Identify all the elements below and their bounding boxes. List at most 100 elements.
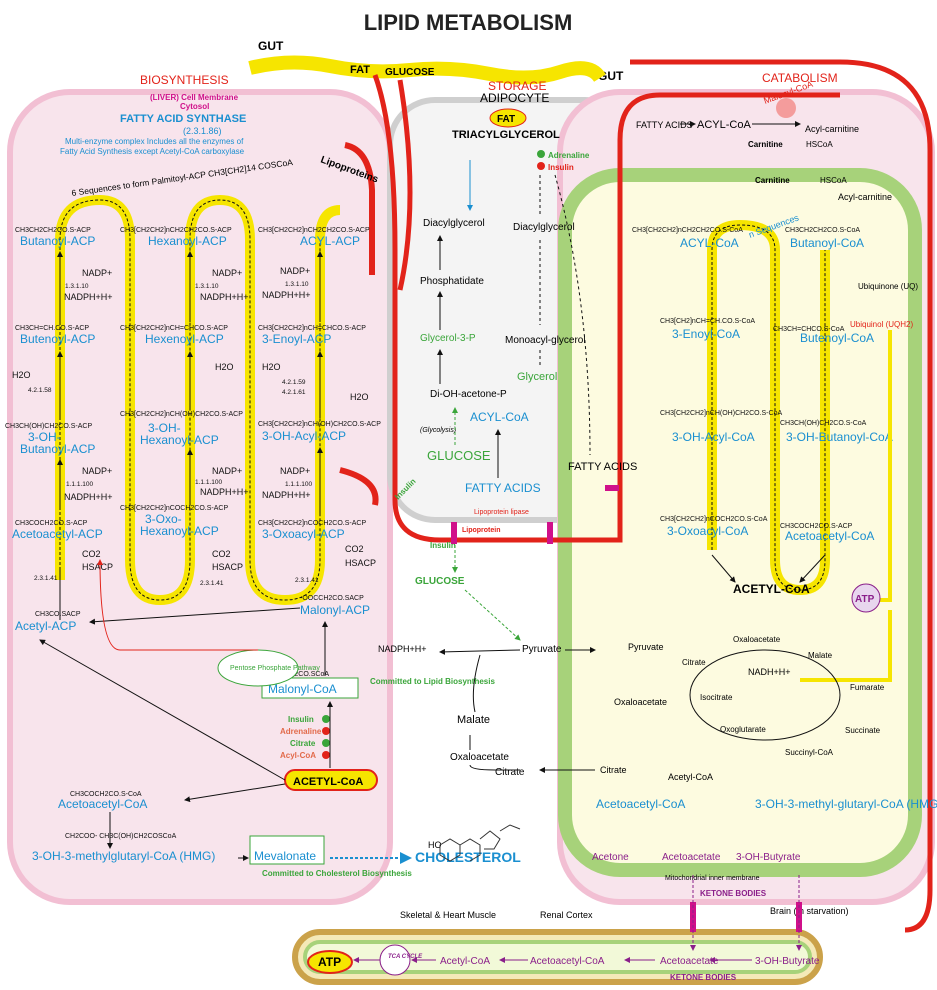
col3-oxoacyl: 3-Oxoacyl-ACP: [262, 527, 345, 541]
cat-r6: CH3COCH2CO.S-ACP: [780, 523, 853, 530]
middle-oxaloacetate: Oxaloacetate: [450, 752, 509, 763]
cat-l7: 3-Oxoacyl-CoA: [667, 524, 748, 538]
cat-hscoa-1: HSCoA: [806, 140, 833, 149]
cat-citrate: Citrate: [600, 765, 627, 775]
c1-hsacp: HSACP: [82, 562, 113, 572]
arrow-pyruvate-nadph: [439, 648, 521, 655]
c1-ec2: 4.2.1.58: [28, 387, 52, 394]
col3-acyl-formula: CH3[CH2CH2]nCH2CH2CO.S-ACP: [258, 227, 370, 234]
cat-acylcoa-top: ACYL-CoA: [697, 119, 751, 131]
c2-nadp2: NADP+: [212, 466, 242, 476]
middle-citrate: Citrate: [495, 767, 525, 778]
col3-oxo-formula: CH3[CH2CH2]nCOCH2CO.S-ACP: [258, 520, 366, 527]
c3-nadp2: NADP+: [280, 466, 310, 476]
c3-h2o-2: H2O: [350, 392, 369, 402]
col2-hexanoyl-formula: CH3[CH2CH2]nCH2CH2CO.S-ACP: [120, 227, 232, 234]
mito-membrane: Mitochondrial inner membrane: [665, 875, 760, 882]
arrow-acetoacetyl: [184, 783, 286, 803]
c2-ec4: 2.3.1.41: [200, 580, 224, 587]
cat-l6: CH3[CH2CH2]nCOCH2CO.S-CoA: [660, 516, 768, 523]
reg-citrate: Citrate: [290, 739, 316, 748]
tca-succinyl: Succinyl-CoA: [785, 748, 834, 757]
page-title: LIPID METABOLISM: [364, 10, 573, 35]
mevalonate: Mevalonate: [254, 849, 316, 863]
liver-cell: [7, 89, 393, 905]
acetoacetyl-coa: Acetoacetyl-CoA: [58, 797, 147, 811]
cat-oxaloacetate: Oxaloacetate: [614, 697, 667, 707]
c1-co2: CO2: [82, 549, 101, 559]
c3-nadph: NADPH+H+: [262, 290, 311, 300]
connector-1: [451, 522, 457, 544]
tca-oxoglutarate: Oxoglutarate: [720, 725, 766, 734]
c3-ec1: 1.3.1.10: [285, 281, 309, 288]
fat-route: [397, 79, 413, 291]
connector-2: [547, 522, 553, 544]
lipoprotein-arc: [344, 142, 375, 275]
c1-ec3: 1.1.1.100: [66, 481, 93, 488]
mevalonate-box: [249, 835, 325, 865]
malonyl-coa: Malonyl-CoA: [268, 682, 337, 696]
bottom-ohbutyrate: 3-OH-Butyrate: [755, 956, 820, 967]
cat-r7: Acetoacetyl-CoA: [785, 529, 874, 543]
c3-ec6: 4.2.1.61: [282, 389, 306, 396]
cat-r1: Butanoyl-CoA: [790, 236, 864, 250]
cat-hmg: 3-OH-3-methyl-glutaryl-CoA (HMG): [755, 797, 937, 811]
tca-fumarate: Fumarate: [850, 683, 885, 692]
insulin-label: Insulin: [548, 163, 574, 172]
insulin-dot: [537, 162, 545, 170]
beta-ox-dashed: [711, 224, 826, 591]
bottom-tca: TCA CYCLE: [388, 954, 423, 960]
arrow-glucose-pyruvate: [464, 589, 521, 641]
cat-l4: CH3[CH2CH2]nCH(OH)CH2CO.S-CoA: [660, 410, 782, 417]
renal-label: Renal Cortex: [540, 910, 593, 920]
committed-chol: Committed to Cholesterol Biosynthesis: [262, 869, 412, 878]
tca-cycle: [689, 649, 841, 741]
middle-malate: Malate: [457, 714, 490, 726]
col3-oh-formula: CH3[CH2CH2]nCH(OH)CH2CO.S-ACP: [258, 421, 381, 428]
acetyl-coa: ACETYL-CoA: [293, 776, 363, 788]
cat-ohbutyrate: 3-OH-Butyrate: [736, 852, 801, 863]
c3-ec4: 2.3.1.41: [295, 577, 319, 584]
c1-ec1: 1.3.1.10: [65, 283, 89, 290]
malonyl-coa-box: [261, 677, 359, 699]
fat-ellipse: [489, 108, 527, 128]
c1-nadp: NADP+: [82, 268, 112, 278]
bottom-atp: ATP: [318, 955, 341, 969]
malonyl-acp-formula: -OOCCH2CO.SACP: [300, 595, 364, 602]
col2-oxo-hexanoyl: Hexanoyl-ACP: [140, 524, 219, 538]
dag-right: Diacylglycerol: [513, 222, 575, 233]
cat-acyl-carnitine: Acyl-carnitine: [805, 124, 859, 134]
tca-nadh: NADH+H+: [748, 667, 791, 677]
acetoacetyl-formula: CH3COCH2CO.S-CoA: [70, 791, 142, 798]
cat-l1: ACYL-CoA: [680, 236, 739, 250]
c3-co2: CO2: [345, 544, 364, 554]
connector-3: [605, 485, 619, 491]
hmg-formula: CH2COO- CH3C(OH)CH2COSCoA: [65, 833, 177, 840]
malonyl-coa-formula: -OOCCH2CO.SCoA: [266, 671, 329, 678]
catabolism-label: CATABOLISM: [762, 71, 838, 85]
glycolysis: (Glycolysis): [420, 427, 456, 434]
brain-label: Brain (In starvation): [770, 906, 849, 916]
biosynthesis-label: BIOSYNTHESIS: [140, 73, 229, 87]
cat-pyruvate: Pyruvate: [628, 642, 664, 652]
col1-oh: 3-OH-: [28, 430, 61, 444]
cat-ketone: KETONE BODIES: [700, 889, 767, 898]
acetyl-acp-formula: CH3CO.SACP: [35, 611, 81, 618]
c1-nadp2: NADP+: [82, 466, 112, 476]
reg-adrenaline: Adrenaline: [280, 727, 322, 736]
triacylglycerol: TRIACYLGLYCEROL: [452, 129, 560, 141]
hmg: 3-OH-3-methylglutaryl-CoA (HMG): [32, 849, 215, 863]
arrow-thiolase-left: [711, 554, 736, 583]
cat-acetyl-coa2: Acetyl-CoA: [668, 772, 713, 782]
fas-desc-2: Fatty Acid Synthesis except Acetyl-CoA c…: [60, 147, 245, 156]
arrow-thiolase-right: [799, 554, 826, 583]
glycerol-3p: Glycerol-3-P: [420, 333, 476, 344]
fas-desc-1: Multi-enzyme complex Includes all the en…: [65, 137, 244, 146]
middle-glucose: GLUCOSE: [415, 576, 465, 587]
fas-ec: (2.3.1.86): [183, 126, 222, 136]
col2-oxo-formula: CH3[CH2CH2]nCOCH2CO.S-ACP: [120, 505, 228, 512]
c3-ec3: 1.1.1.100: [285, 481, 312, 488]
c1-ec4: 2.3.1.41: [34, 575, 58, 582]
bottom-acetyl: Acetyl-CoA: [440, 956, 490, 967]
